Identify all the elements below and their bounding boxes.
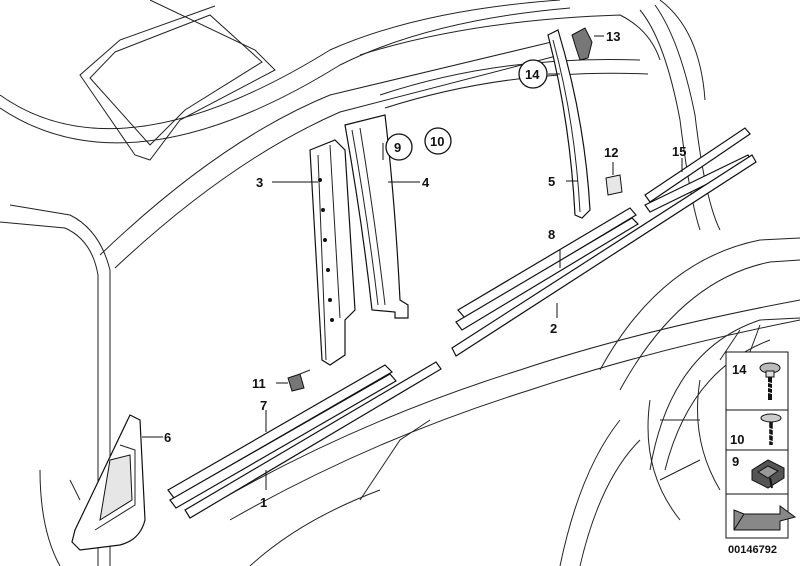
reference-code: 00146792 [728, 544, 777, 556]
legend-cell-14 [725, 351, 789, 411]
callout-5: 5 [548, 174, 555, 189]
callout-10: 10 [430, 134, 444, 149]
part-7-outer-strip [167, 364, 397, 509]
legend-num-9: 9 [732, 454, 739, 469]
part-13-clip [571, 27, 593, 61]
expanding-rivet-icon [760, 413, 782, 445]
callout-9-ring [385, 133, 413, 161]
callout-4: 4 [422, 175, 430, 190]
part-8-outer-strip [455, 207, 639, 331]
callout-2: 2 [550, 321, 557, 336]
callout-10-ring [424, 127, 452, 155]
callout-8: 8 [548, 227, 555, 242]
callout-6: 6 [164, 430, 171, 445]
legend-num-14: 14 [732, 362, 747, 377]
part-3-b-pillar-trim [309, 139, 356, 366]
legend-num-10: 10 [730, 432, 744, 447]
part-5-window-channel [547, 29, 591, 219]
callout-14-ring [518, 59, 548, 89]
clip-icon [751, 459, 785, 489]
part-4-pillar-cover [344, 114, 409, 319]
part-12-pad [605, 174, 623, 196]
part-11-clip [287, 369, 311, 392]
callout-14: 14 [525, 67, 540, 82]
callout-13: 13 [606, 29, 620, 44]
part-6-mirror-triangle [71, 414, 146, 551]
callout-12: 12 [604, 145, 618, 160]
callout-11: 11 [252, 376, 266, 391]
callout-15: 15 [672, 144, 686, 159]
fastener-legend: 14 10 9 [725, 351, 797, 539]
part-1-lower-trim [184, 361, 442, 519]
callout-9: 9 [394, 140, 401, 155]
callout-1: 1 [260, 495, 267, 510]
callout-7: 7 [260, 398, 267, 413]
screw-icon [759, 362, 781, 400]
callout-3: 3 [256, 175, 263, 190]
leader-lines [142, 35, 683, 490]
part-2-lower-trim [451, 154, 757, 357]
direction-arrow-icon [733, 505, 797, 531]
